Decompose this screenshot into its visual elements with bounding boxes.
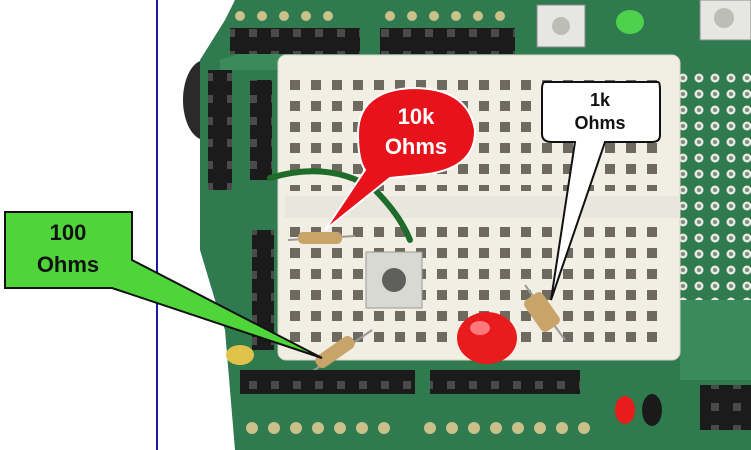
callout-1k: 1k Ohms (541, 81, 661, 301)
callout-1k-line2: Ohms (574, 113, 625, 133)
callout-10k: 10k Ohms (324, 86, 477, 231)
callout-100-line1: 100 (50, 220, 87, 245)
callout-10k-line1: 10k (398, 104, 435, 129)
resistor-10k (287, 232, 356, 244)
proto-dot-area (675, 70, 751, 300)
header-bottom (240, 370, 415, 394)
green-led (616, 10, 644, 34)
header-top-right (380, 28, 515, 54)
resistor-1k (524, 284, 566, 341)
callout-1k-line1: 1k (590, 90, 611, 110)
red-led (457, 312, 517, 364)
callout-100: 100 Ohms (4, 211, 323, 359)
callout-10k-line2: Ohms (385, 134, 447, 159)
callout-100-line2: Ohms (37, 252, 99, 277)
header-top-left (230, 28, 360, 54)
pushbutton-top (536, 4, 586, 48)
header-left-column (208, 70, 232, 190)
icsp-header (700, 385, 751, 430)
